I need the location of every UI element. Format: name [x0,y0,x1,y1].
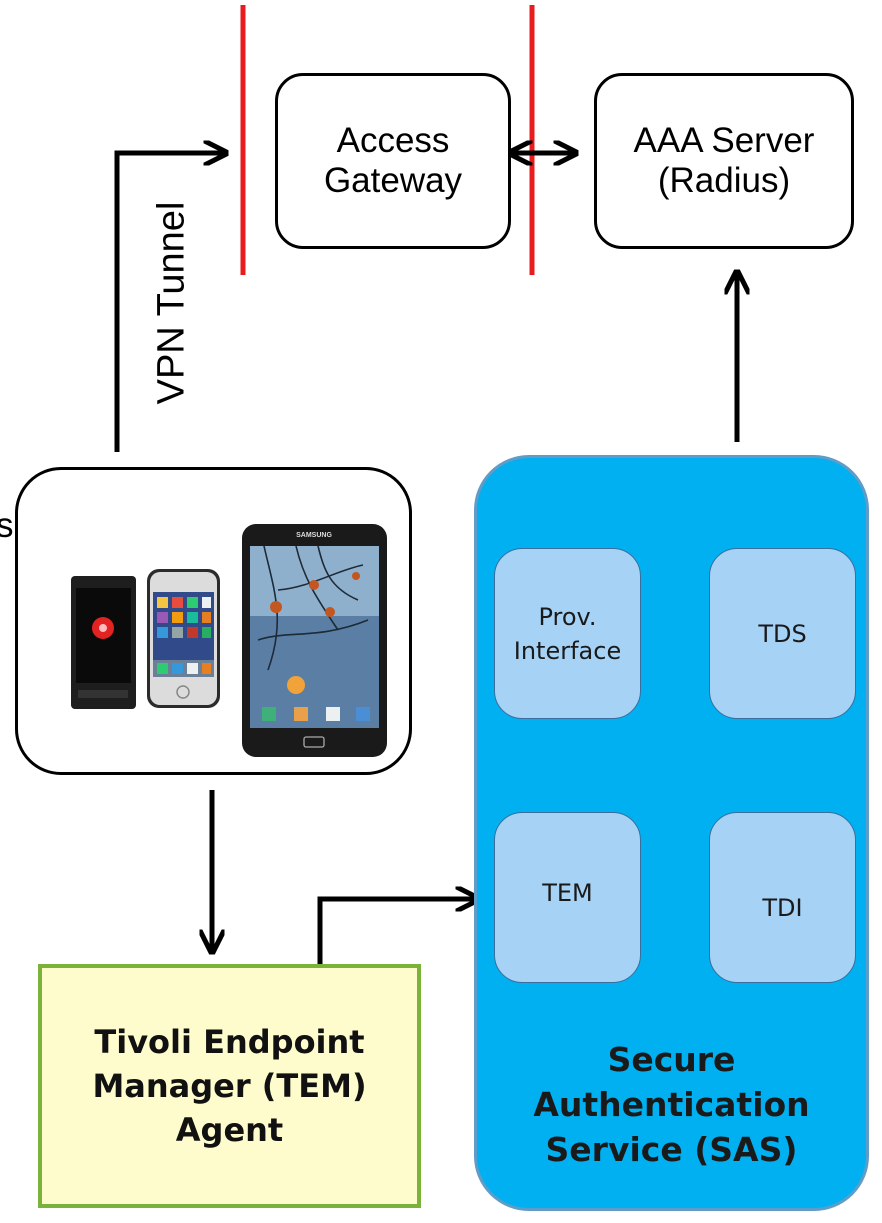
android-phone-icon [71,576,136,709]
aaa-server-box: AAA Server (Radius) [594,73,854,249]
tem-agent-label: Tivoli Endpoint Manager (TEM) Agent [92,1023,367,1149]
tds-box: TDS [709,548,856,719]
access-gateway-box: Access Gateway [275,73,511,249]
tdi-box: TDI [709,812,856,983]
prov-interface-box: Prov. Interface [494,548,641,719]
prov-interface-label: Prov. Interface [513,602,622,665]
tem-agent-box: Tivoli Endpoint Manager (TEM) Agent [38,964,421,1208]
clipped-left-text: s [0,506,14,545]
sas-label: Secure Authentication Service (SAS) [533,1040,810,1169]
iphone-icon [147,569,220,708]
aaa-server-label: AAA Server (Radius) [633,121,815,200]
agent-to-sas-arrow [317,899,478,964]
tablet-brand-text: SAMSUNG [296,532,332,539]
tem-box: TEM [494,812,641,983]
mobile-devices-image: SAMSUNG [71,524,387,757]
access-gateway-label: Access Gateway [323,121,463,200]
tdi-label: TDI [762,893,803,922]
vpn-tunnel-arrow [114,153,226,452]
samsung-tablet-icon: SAMSUNG [242,524,387,757]
tem-label: TEM [542,878,593,907]
devices-box: SAMSUNG [15,467,412,775]
tds-label: TDS [758,619,807,648]
